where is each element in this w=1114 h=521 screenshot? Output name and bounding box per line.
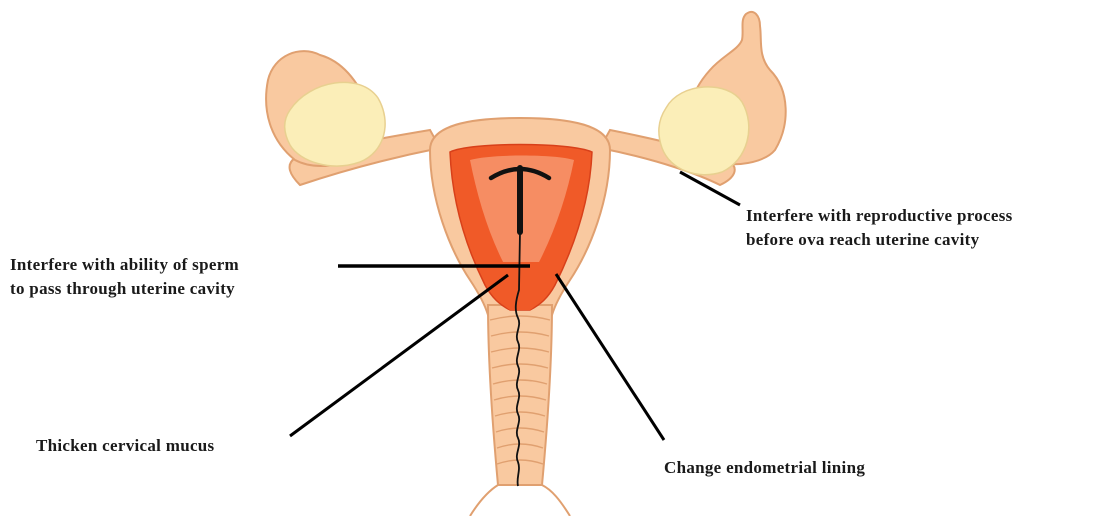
label-fallopian-line1: Interfere with reproductive process xyxy=(746,204,1013,228)
label-fallopian-line2: before ova reach uterine cavity xyxy=(746,228,1013,252)
label-mucus: Thicken cervical mucus xyxy=(36,434,214,458)
leader-line-mucus xyxy=(290,275,508,436)
label-sperm: Interfere with ability of sperm to pass … xyxy=(10,253,239,301)
label-mucus-text: Thicken cervical mucus xyxy=(36,434,214,458)
vaginal-opening xyxy=(470,485,570,516)
label-fallopian: Interfere with reproductive process befo… xyxy=(746,204,1013,252)
leader-line-endometrial xyxy=(556,274,664,440)
label-endometrial-text: Change endometrial lining xyxy=(664,456,865,480)
label-endometrial: Change endometrial lining xyxy=(664,456,865,480)
right-ovary xyxy=(659,87,749,175)
label-sperm-line2: to pass through uterine cavity xyxy=(10,277,239,301)
label-sperm-line1: Interfere with ability of sperm xyxy=(10,253,239,277)
